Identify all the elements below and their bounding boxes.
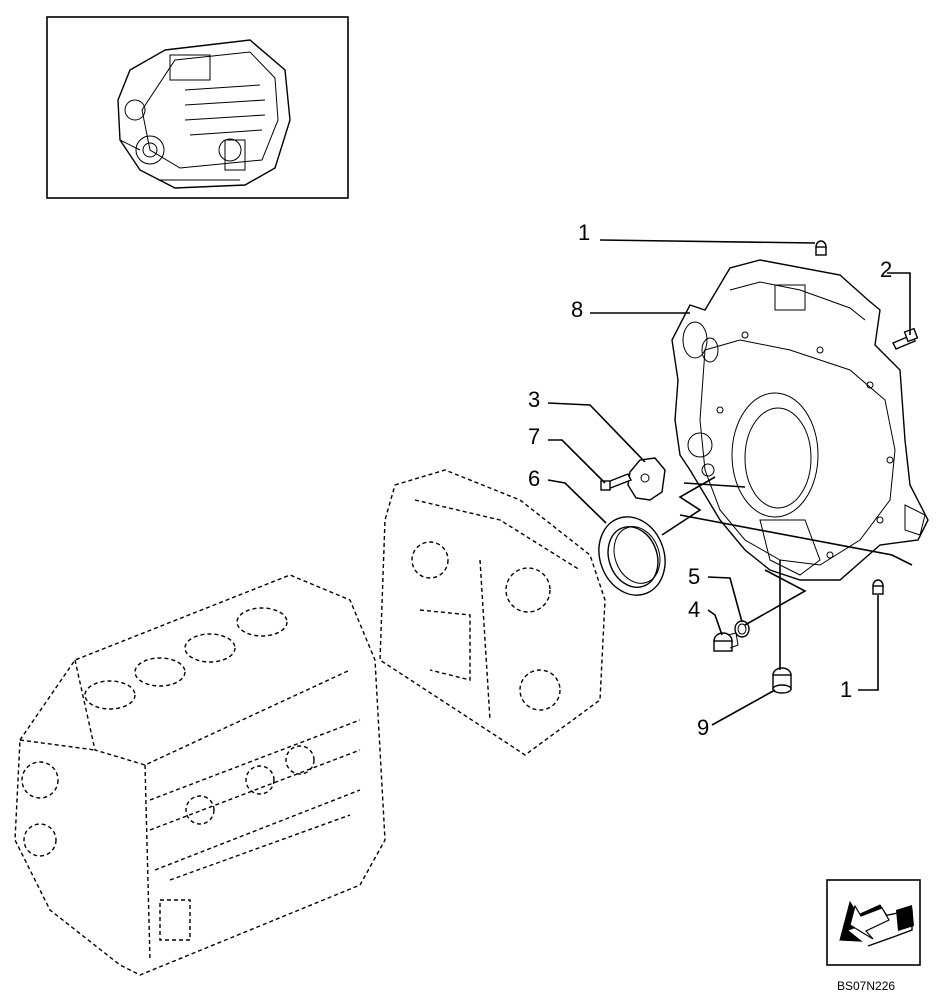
engine-overview-inset — [46, 16, 349, 199]
flywheel-housing — [671, 259, 929, 581]
callout-label: 5 — [688, 564, 700, 589]
callout-labels: 1 2 8 3 7 6 5 4 9 1 — [528, 220, 892, 740]
plate-bolt — [600, 473, 632, 491]
timing-cover-phantom — [379, 469, 606, 756]
callout-label: 1 — [578, 220, 590, 245]
callout-label: 8 — [571, 297, 583, 322]
plug-bottom — [872, 579, 884, 595]
callout-label: 1 — [840, 677, 852, 702]
callout-label: 7 — [528, 424, 540, 449]
callout-label: 6 — [528, 466, 540, 491]
cover-plate — [627, 457, 666, 501]
leader-lines — [547, 239, 913, 726]
engine-block-phantom — [14, 574, 386, 976]
engine-overview-illustration — [117, 39, 291, 189]
rear-crankshaft-seal — [598, 516, 666, 596]
callout-label: 4 — [688, 597, 700, 622]
callout-label: 2 — [880, 257, 892, 282]
bottom-plug — [772, 667, 792, 694]
drain-plug — [713, 632, 739, 652]
plug-top — [815, 240, 827, 256]
view-direction-arrow-icon — [826, 879, 921, 966]
drawing-code: BS07N226 — [837, 979, 895, 993]
callout-label: 9 — [697, 715, 709, 740]
housing-bolt — [892, 327, 919, 350]
callout-label: 3 — [528, 387, 540, 412]
